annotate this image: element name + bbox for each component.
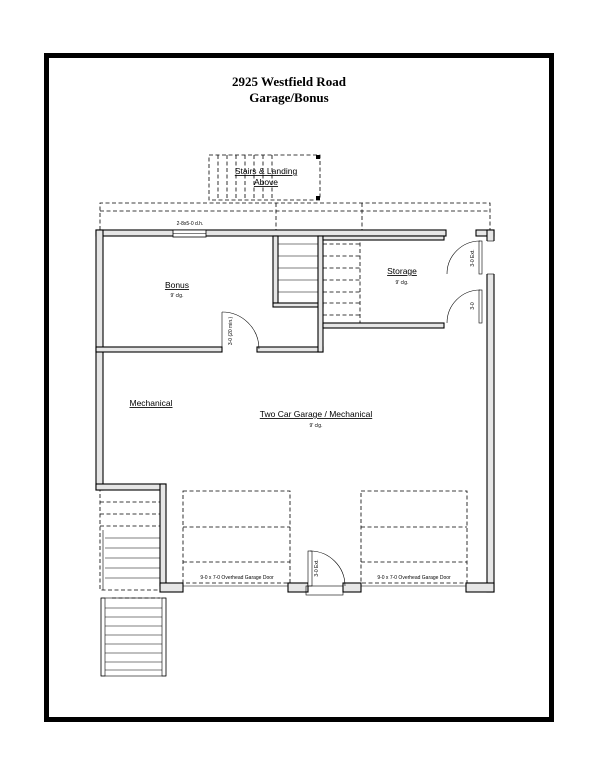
bonus-room-label: Bonus bbox=[165, 280, 189, 290]
stairs-landing-label: Stairs & Landing bbox=[235, 166, 298, 176]
front-door: 3-0 Ext. bbox=[305, 550, 346, 596]
garage-door-left-label: 9-0 x 7-0 Overhead Garage Door bbox=[200, 575, 274, 581]
storage-walls bbox=[322, 235, 445, 329]
plan-title: 2925 Westfield Road bbox=[232, 74, 347, 89]
storage-ceiling-label: 9' clg. bbox=[396, 280, 409, 286]
bonus-walls bbox=[95, 235, 324, 353]
storage-ext-door-label: 3-0 Ext. bbox=[470, 249, 476, 266]
page-border bbox=[44, 53, 554, 722]
stairs-landing-above: Stairs & Landing Above bbox=[208, 154, 321, 201]
mechanical-room-label: Mechanical bbox=[130, 398, 173, 408]
exterior-stairs bbox=[99, 489, 167, 677]
garage-door-right-label: 9-0 x 7-0 Overhead Garage Door bbox=[377, 575, 451, 581]
stairs-landing-above-label: Above bbox=[254, 177, 278, 187]
interior-stairs bbox=[278, 235, 361, 353]
garage-room-label: Two Car Garage / Mechanical bbox=[260, 409, 373, 419]
garage-door-right: 9-0 x 7-0 Overhead Garage Door bbox=[360, 490, 468, 587]
exterior-walls bbox=[95, 229, 495, 593]
plan-subtitle: Garage/Bonus bbox=[249, 90, 328, 105]
storage-door-label: 3-0 bbox=[470, 302, 476, 309]
window-top: 2-8x5-0 d.h. bbox=[172, 221, 207, 238]
bonus-door-label: 3-0 (20 min.) bbox=[228, 316, 234, 345]
bonus-ceiling-label: 9' clg. bbox=[171, 293, 184, 299]
bonus-door: 3-0 (20 min.) bbox=[221, 311, 260, 350]
storage-door: 3-0 bbox=[446, 289, 483, 324]
garage-ceiling-label: 9' clg. bbox=[310, 423, 323, 429]
front-door-label: 3-0 Ext. bbox=[314, 559, 320, 576]
storage-room-label: Storage bbox=[387, 266, 417, 276]
garage-door-left: 9-0 x 7-0 Overhead Garage Door bbox=[182, 490, 291, 587]
overhang-outline bbox=[99, 202, 491, 232]
storage-ext-door: 3-0 Ext. bbox=[446, 240, 495, 275]
window-top-label: 2-8x5-0 d.h. bbox=[177, 221, 204, 227]
